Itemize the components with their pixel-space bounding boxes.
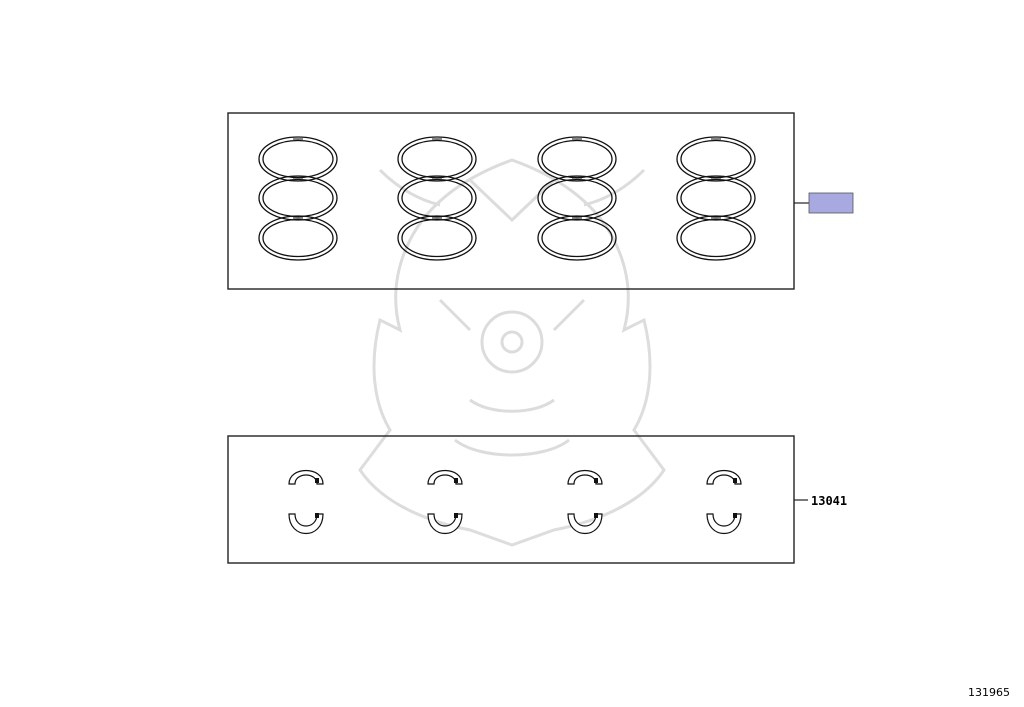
piston-ring — [397, 175, 477, 221]
bearing-pair — [567, 470, 603, 535]
lower-bearing-shell — [567, 513, 603, 535]
bearing-locating-tab — [733, 478, 737, 483]
piston-ring — [676, 136, 756, 182]
piston-ring — [258, 215, 338, 261]
piston-ring — [397, 136, 477, 182]
diagram-reference-number: 131965 — [968, 686, 1010, 699]
upper-bearing-shell — [706, 470, 742, 485]
bearing-locating-tab — [315, 478, 319, 483]
bearing-pair — [706, 470, 742, 535]
piston-ring — [676, 175, 756, 221]
piston-ring-groups — [258, 136, 756, 261]
bearing-part-label[interactable]: 13041 — [811, 494, 847, 508]
piston-ring-set-frame — [227, 112, 795, 290]
piston-ring-stack — [258, 136, 338, 261]
lower-bearing-shell — [427, 513, 463, 535]
bearing-locating-tab — [454, 513, 458, 518]
bearing-pair — [288, 470, 324, 535]
bearing-locating-tab — [594, 513, 598, 518]
watermark-logo — [358, 158, 666, 547]
bearing-locating-tab — [454, 478, 458, 483]
bearing-locating-tab — [733, 513, 737, 518]
piston-ring-set-panel — [227, 112, 854, 290]
piston-ring — [397, 215, 477, 261]
bearing-locating-tab — [315, 513, 319, 518]
piston-ring — [676, 215, 756, 261]
lower-bearing-shell — [706, 513, 742, 535]
piston-ring-stack — [397, 136, 477, 261]
upper-bearing-shell — [288, 470, 324, 485]
piston-ring-stack — [537, 136, 617, 261]
piston-ring-stack — [676, 136, 756, 261]
piston-ring — [258, 136, 338, 182]
piston-ring — [537, 215, 617, 261]
piston-ring — [537, 136, 617, 182]
lower-bearing-shell — [288, 513, 324, 535]
piston-ring-part-callout[interactable] — [808, 192, 854, 214]
piston-ring — [258, 175, 338, 221]
bearing-pair — [427, 470, 463, 535]
bearing-locating-tab — [594, 478, 598, 483]
bearing-groups — [288, 470, 742, 535]
upper-bearing-shell — [567, 470, 603, 485]
upper-bearing-shell — [427, 470, 463, 485]
bearing-set-panel: 13041 — [227, 435, 847, 564]
